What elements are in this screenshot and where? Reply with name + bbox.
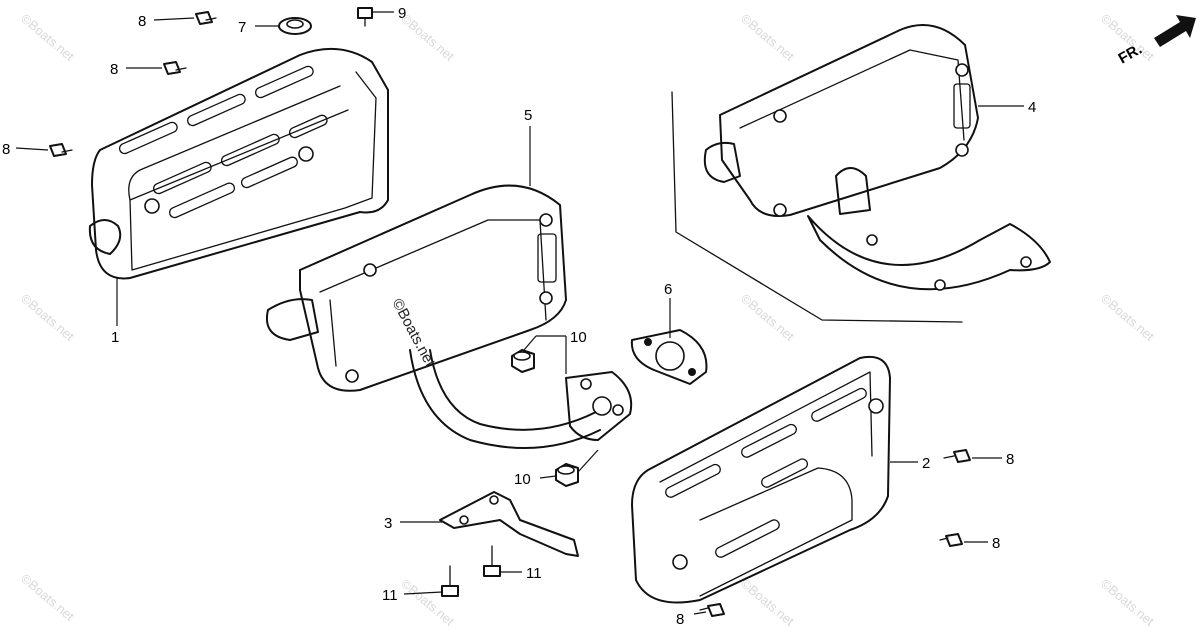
callout-3: 3 xyxy=(384,515,442,532)
watermark: ©Boats.net xyxy=(18,11,77,64)
callout-8d: 8 xyxy=(972,451,1014,468)
callout-6: 6 xyxy=(664,281,672,338)
callout-8f: 8 xyxy=(676,611,707,628)
callout-11b: 11 xyxy=(500,565,542,582)
callout-7: 7 xyxy=(238,19,280,36)
packing-seal xyxy=(278,17,312,35)
callout-8c: 8 xyxy=(2,141,49,158)
callout-1: 1 xyxy=(111,278,119,346)
callout-8e: 8 xyxy=(964,535,1000,552)
callout-label: 9 xyxy=(398,5,406,22)
callout-11a: 11 xyxy=(382,587,443,604)
watermark: ©Boats.net xyxy=(1098,576,1157,629)
callout-10b: 10 xyxy=(514,449,599,488)
watermark: ©Boats.net xyxy=(18,571,77,624)
callout-8a: 8 xyxy=(138,13,195,30)
callout-label: 10 xyxy=(570,329,587,346)
muffler xyxy=(266,184,633,449)
watermark: ©Boats.net xyxy=(738,576,797,629)
bolt-11a xyxy=(441,565,459,597)
flange-nut-upper xyxy=(511,349,535,373)
watermark: ©Boats.net xyxy=(398,576,457,629)
callout-4: 4 xyxy=(978,99,1036,116)
callouts: 1 2 3 4 5 6 7 8 xyxy=(2,5,1036,628)
muffler-assembly-alt xyxy=(671,24,1051,323)
bolt-8e xyxy=(939,533,963,547)
flange-nut-lower xyxy=(555,463,579,487)
bolt-8f xyxy=(699,603,725,617)
callout-label: 8 xyxy=(992,535,1000,552)
callout-label: 8 xyxy=(138,13,146,30)
callout-10a: 10 xyxy=(523,329,587,374)
callout-label: 11 xyxy=(382,587,398,604)
callout-label: 4 xyxy=(1028,99,1036,116)
callout-label: 10 xyxy=(514,471,531,488)
watermark: ©Boats.net xyxy=(738,291,797,344)
callout-9: 9 xyxy=(372,5,406,22)
bolt-9 xyxy=(357,7,373,27)
watermark: ©Boats.net xyxy=(398,11,457,64)
muffler-protector-right xyxy=(631,356,891,604)
bolt-8d xyxy=(943,449,971,463)
watermark: ©Boats.net xyxy=(18,291,77,344)
callout-label: 3 xyxy=(384,515,392,532)
callout-label: 2 xyxy=(922,455,930,472)
callout-label: 8 xyxy=(1006,451,1014,468)
callout-label: 7 xyxy=(238,19,246,36)
callout-label: 8 xyxy=(110,61,118,78)
center-watermark: ©Boats.net xyxy=(388,296,438,370)
bolt-8a xyxy=(195,11,217,25)
bolt-8b xyxy=(163,61,187,75)
callout-5: 5 xyxy=(524,107,532,186)
bolt-11b xyxy=(483,545,501,577)
callout-label: 5 xyxy=(524,107,532,124)
callout-label: 8 xyxy=(2,141,10,158)
callout-8b: 8 xyxy=(110,61,162,78)
callout-2: 2 xyxy=(890,455,930,472)
watermark: ©Boats.net xyxy=(1098,291,1157,344)
callout-label: 1 xyxy=(111,329,119,346)
callout-label: 11 xyxy=(526,565,542,582)
front-arrow-icon xyxy=(1154,15,1196,47)
watermark: ©Boats.net xyxy=(738,11,797,64)
muffler-bracket xyxy=(439,491,579,557)
muffler-protector-left xyxy=(88,47,389,280)
bolt-8c xyxy=(49,143,73,157)
exhaust-gasket xyxy=(630,329,708,385)
callout-label: 8 xyxy=(676,611,684,628)
callout-label: 6 xyxy=(664,281,672,298)
watermark-layer: ©Boats.net ©Boats.net ©Boats.net ©Boats.… xyxy=(18,11,1157,629)
